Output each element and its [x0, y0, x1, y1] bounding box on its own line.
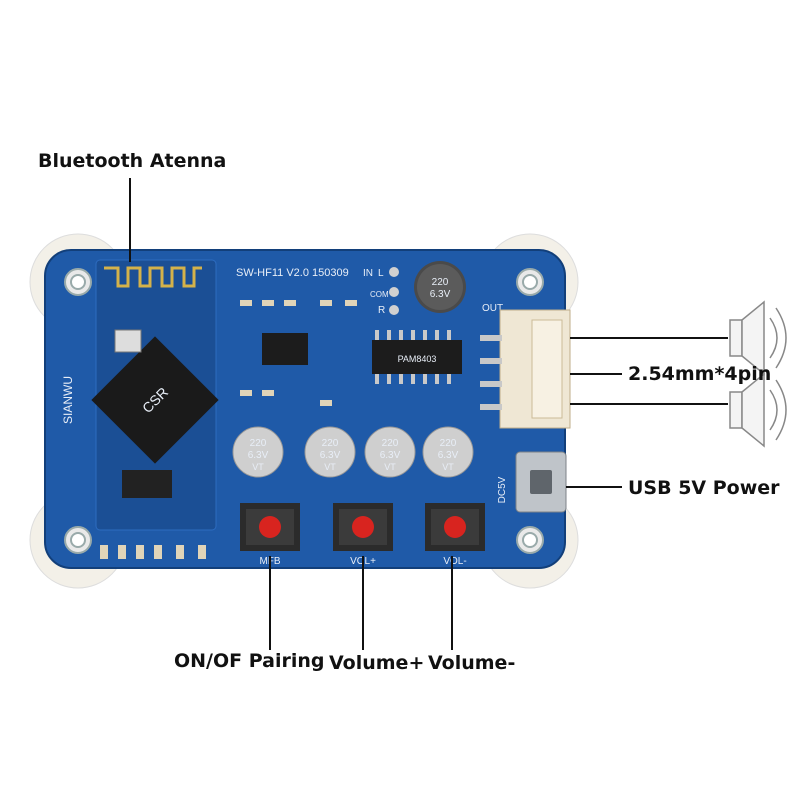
svg-text:220: 220: [382, 438, 399, 449]
svg-text:VT: VT: [252, 462, 264, 472]
svg-text:220: 220: [322, 438, 339, 449]
dsp-chip: [262, 333, 308, 365]
svg-text:6.3V: 6.3V: [438, 450, 459, 461]
button-vol-up[interactable]: [333, 503, 393, 551]
r-silkscreen: R: [378, 305, 385, 316]
usb-port: [515, 451, 567, 513]
l-silkscreen: L: [378, 268, 384, 279]
speaker-connector: [480, 309, 571, 429]
svg-text:220: 220: [432, 277, 449, 288]
usb-power-label: USB 5V Power: [628, 477, 780, 499]
volume-up-label: Volume+: [329, 652, 425, 674]
antenna-label: Bluetooth Atenna: [38, 150, 227, 172]
csr-chip: [91, 336, 219, 464]
small-chip: [114, 329, 142, 353]
leader-lines: [129, 178, 728, 650]
in-silkscreen: IN: [363, 268, 373, 279]
pam-chip-label: PAM8403: [398, 354, 437, 364]
mounting-holes: [64, 268, 544, 554]
svg-text:VT: VT: [442, 462, 454, 472]
svg-text:6.3V: 6.3V: [248, 450, 269, 461]
svg-text:6.3V: 6.3V: [320, 450, 341, 461]
speaker-icon: [729, 372, 787, 448]
volm-silkscreen: VOL-: [443, 556, 466, 567]
pam-chip: [372, 340, 462, 374]
svg-text:220: 220: [250, 438, 267, 449]
connector-label: 2.54mm*4pin: [628, 363, 772, 385]
com-silkscreen: COM: [370, 290, 389, 299]
dc5v-silkscreen: DC5V: [497, 476, 508, 503]
pairing-button-label: ON/OF Pairing: [174, 650, 325, 672]
speaker-icon: [729, 300, 787, 376]
smd-parts: [100, 300, 357, 559]
flash-chip: [122, 470, 172, 498]
brand-silkscreen: SIANWU: [61, 376, 75, 424]
button-mfb[interactable]: [240, 503, 300, 551]
capacitor-top: 220 6.3V: [414, 261, 466, 313]
svg-text:220: 220: [440, 438, 457, 449]
button-vol-down[interactable]: [425, 503, 485, 551]
volume-down-label: Volume-: [428, 652, 516, 674]
svg-text:VT: VT: [324, 462, 336, 472]
antenna-trace: [104, 266, 202, 288]
svg-text:VT: VT: [384, 462, 396, 472]
board-id-silkscreen: SW-HF11 V2.0 150309: [236, 267, 349, 279]
svg-text:6.3V: 6.3V: [380, 450, 401, 461]
svg-text:6.3V: 6.3V: [430, 289, 451, 300]
out-silkscreen: OUT: [482, 303, 503, 314]
